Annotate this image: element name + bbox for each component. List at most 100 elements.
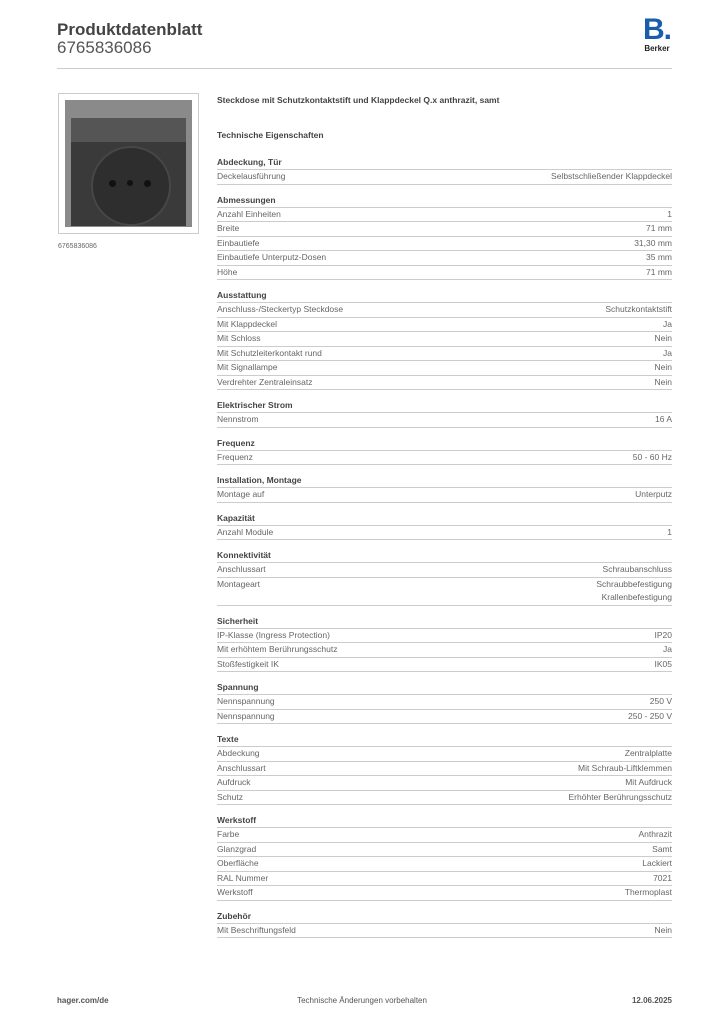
section-heading: Werkstoff	[217, 814, 672, 828]
spec-row: Schutz Erhöhter Berührungsschutz	[217, 791, 672, 805]
spec-value: 35 mm	[646, 252, 672, 262]
spec-row: IP-Klasse (Ingress Protection) IP20	[217, 629, 673, 643]
spec-label: Werkstoff	[217, 887, 253, 897]
spec-value: Mit Schraub-Liftklemmen	[577, 762, 672, 773]
spec-value: Ja	[663, 318, 672, 329]
spec-label: Oberfläche	[217, 858, 259, 868]
spec-label: Schutz	[217, 791, 243, 802]
spec-value: Thermoplast	[624, 887, 672, 897]
spec-label: Anzahl Einheiten	[217, 208, 281, 219]
spec-label: IP-Klasse (Ingress Protection)	[217, 629, 330, 640]
berker-logo: B. Berker	[643, 13, 672, 54]
section-heading: Abdeckung, Tür	[217, 156, 672, 170]
spec-row: Abdeckung Zentralplatte	[217, 747, 672, 762]
spec-row: Höhe 71 mm	[217, 266, 672, 280]
spec-label: Anzahl Module	[217, 526, 274, 537]
spec-value: 71 mm	[646, 223, 672, 233]
footer-note: Technische Änderungen vorbehalten	[297, 996, 427, 1005]
footer-website[interactable]: hager.com/de	[57, 996, 109, 1005]
section-heading: Spannung	[217, 681, 672, 695]
spec-label: Breite	[217, 223, 240, 233]
product-number: 6765836086	[57, 38, 152, 57]
spec-value: 71 mm	[646, 266, 672, 277]
socket-icon	[91, 146, 171, 226]
spec-value: Unterputz	[635, 489, 672, 499]
spec-value: 7021	[653, 872, 672, 883]
spec-value: 1	[667, 208, 672, 219]
section-heading: Ausstattung	[217, 289, 672, 303]
section-heading: Texte	[217, 733, 672, 747]
spec-value: 16 A	[654, 414, 672, 424]
spec-value: 50 - 60 Hz	[632, 451, 672, 462]
section-title: Technische Eigenschaften	[217, 130, 324, 140]
spec-row: Einbautiefe 31,30 mm	[217, 237, 672, 251]
section-heading: Installation, Montage	[217, 474, 672, 488]
spec-value: 250 - 250 V	[628, 710, 672, 721]
section-heading: Elektrischer Strom	[217, 399, 672, 413]
spec-label: Glanzgrad	[217, 843, 257, 854]
spec-label: Abdeckung	[217, 748, 260, 758]
spec-label: Anschlussart	[217, 564, 266, 574]
spec-row: Nennspannung 250 V	[217, 695, 672, 710]
spec-value: IK05	[654, 658, 673, 669]
spec-label: Anschluss-/Steckertyp Steckdose	[217, 304, 344, 314]
section-heading: Konnektivität	[217, 549, 672, 563]
section-heading: Zubehör	[217, 910, 672, 924]
section-heading: Frequenz	[217, 437, 672, 451]
spec-label: Mit Klappdeckel	[217, 318, 278, 329]
spec-value: IP20	[654, 629, 673, 640]
section-heading: Sicherheit	[217, 615, 672, 629]
spec-label: Nennspannung	[217, 696, 275, 706]
spec-label: Farbe	[217, 829, 240, 839]
spec-value: Ja	[663, 347, 672, 358]
product-image	[58, 93, 199, 234]
footer-date: 12.06.2025	[631, 996, 672, 1005]
spec-value: Erhöhter Berührungsschutz	[568, 791, 672, 802]
spec-label: Mit erhöhtem Berührungsschutz	[217, 644, 338, 654]
spec-value: 31,30 mm	[634, 237, 672, 248]
spec-value: 250 V	[649, 696, 672, 706]
spec-label: Mit Schloss	[217, 333, 261, 343]
spec-row: Werkstoff Thermoplast	[217, 886, 672, 901]
spec-value: Nein	[654, 924, 672, 935]
header-divider	[57, 68, 672, 69]
spec-value: Zentralplatte	[624, 748, 672, 758]
spec-label: Stoßfestigkeit IK	[217, 658, 279, 669]
spec-label: Einbautiefe	[217, 237, 260, 248]
spec-label: Verdrehter Zentraleinsatz	[217, 376, 313, 387]
spec-label: Deckelausführung	[217, 171, 286, 181]
spec-label: Mit Schutzleiterkontakt rund	[217, 347, 322, 358]
spec-value: Nein	[654, 362, 672, 372]
page-title: Produktdatenblatt	[57, 20, 203, 39]
spec-label: Höhe	[217, 266, 238, 277]
product-name: Steckdose mit Schutzkontaktstift und Kla…	[217, 95, 500, 105]
spec-row: Breite 71 mm	[217, 222, 672, 237]
spec-label: Einbautiefe Unterputz-Dosen	[217, 252, 327, 262]
